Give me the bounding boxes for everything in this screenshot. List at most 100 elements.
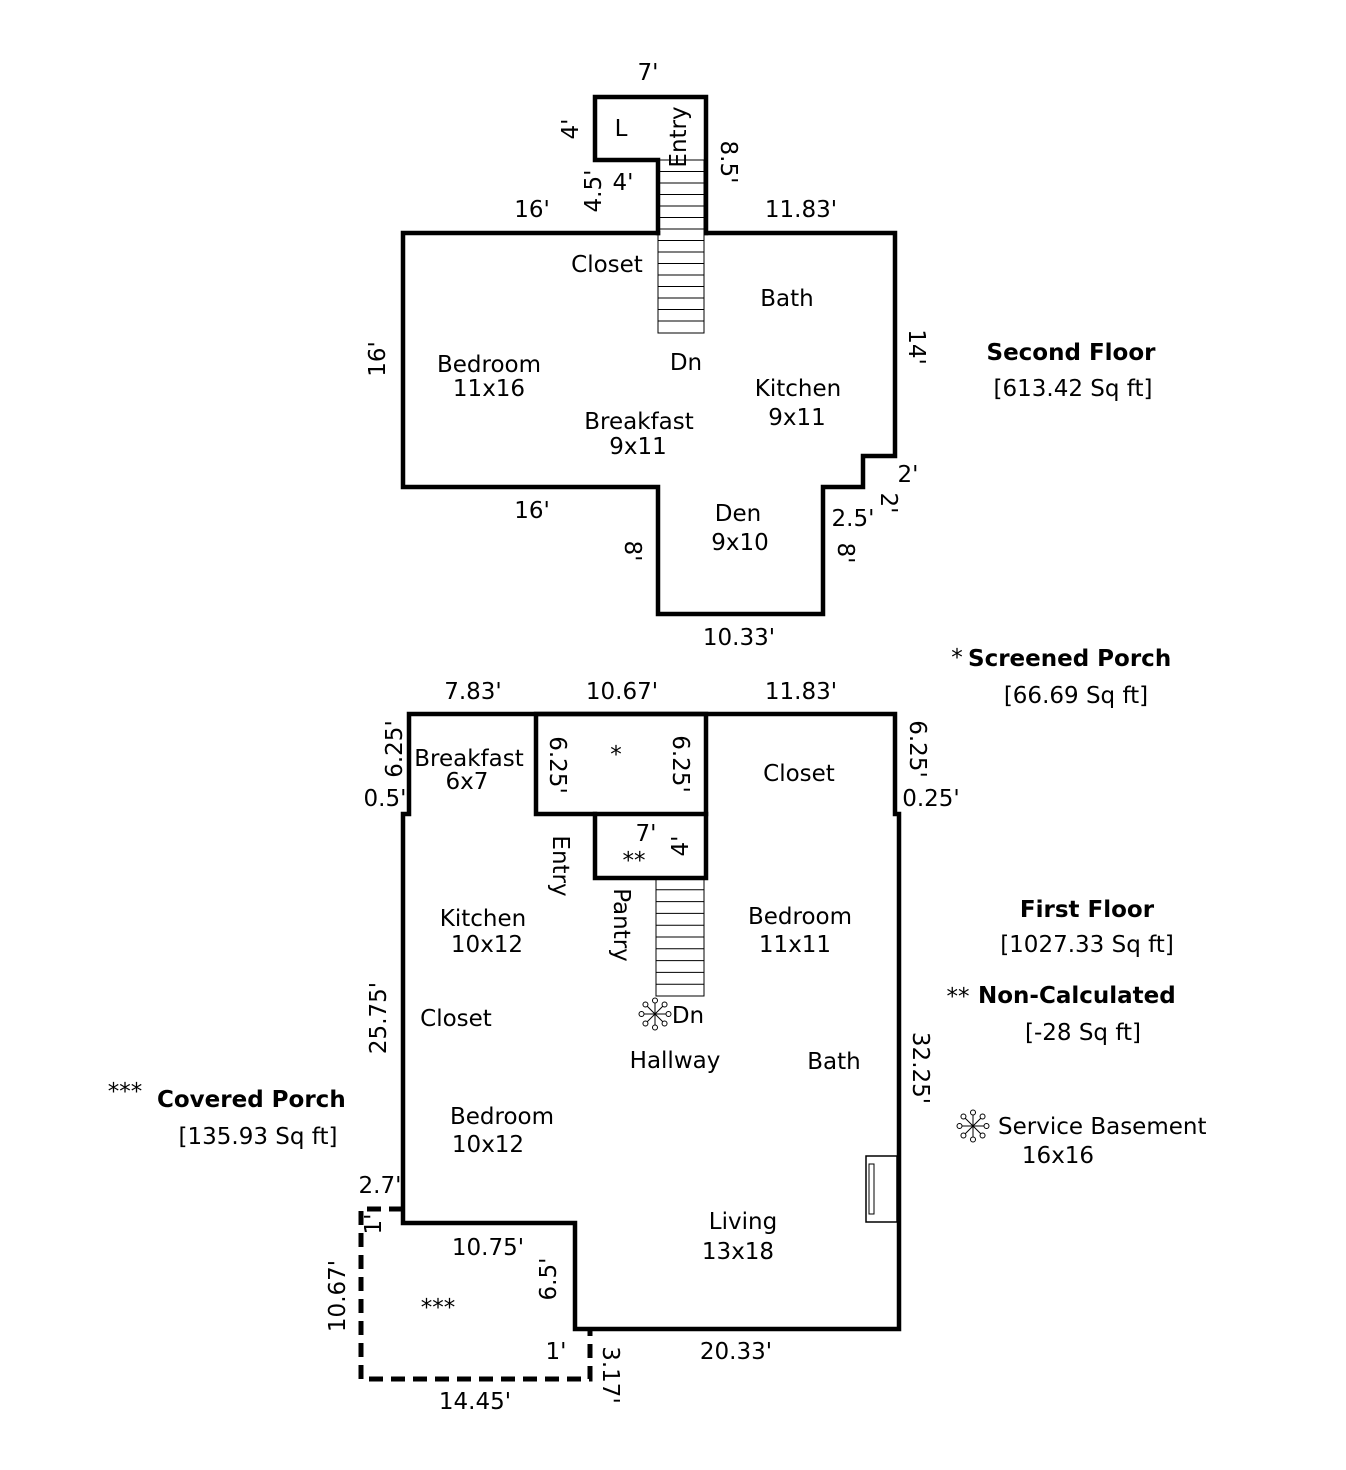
room-label-hallway: Hallway [630,1048,721,1074]
burst-node [642,1020,649,1027]
burst-ray [972,1117,982,1127]
burst-node [979,1113,986,1120]
room-label-living: Living [709,1209,777,1235]
room-size-breakfast: 9x11 [609,434,667,460]
room-size-breakfast: 6x7 [446,769,489,795]
legend-second-floor-title: Second Floor [987,340,1157,366]
room-size-kitchen: 10x12 [451,932,523,958]
dimension-label: 4.5' [581,170,607,213]
covered-porch-mark: *** [421,1295,456,1321]
dimension-label: 16' [365,341,391,377]
burst-node [983,1123,990,1129]
room-size-kitchen: 9x11 [768,405,826,431]
legend-screened-area: [66.69 Sq ft] [1004,683,1148,709]
room-label-entry: Entry [666,106,692,167]
burst-node [979,1132,986,1139]
burst-node [638,1011,645,1017]
dimension-label: 6.25' [904,720,930,778]
burst-ray [646,1005,656,1015]
burst-node [970,1136,976,1143]
dimension-label: 32.25' [907,1032,933,1104]
asterisk-burst-icon [956,1109,990,1143]
dimension-label: 7' [638,60,659,86]
legend-covered-mark: *** [108,1079,143,1105]
burst-node [661,1001,668,1008]
room-label-den: Den [715,501,761,527]
room-size-den: 9x10 [711,530,769,556]
dimension-label: 4' [613,170,634,196]
dimension-label: 0.5' [364,786,407,812]
room-label-bath: Bath [760,286,813,312]
dimension-label: 16' [514,197,550,223]
room-label-breakfast: Breakfast [414,746,524,772]
dimension-label: 1' [546,1339,567,1365]
fireplace [865,1155,898,1223]
dimension-label: 10.75' [452,1235,524,1261]
dimension-label: 6.25' [382,720,408,778]
dimension-label: 10.33' [703,625,775,651]
legend-first-floor-title: First Floor [1020,897,1155,923]
legend-covered-area: [135.93 Sq ft] [179,1124,338,1150]
legend-noncalc-area: [-28 Sq ft] [1025,1020,1141,1046]
legend-second-floor-area: [613.42 Sq ft] [994,376,1153,402]
room-label-kitchen: Kitchen [755,376,841,402]
dimension-label: 0.25' [902,786,960,812]
room-label-kitchen: Kitchen [440,906,526,932]
burst-node [960,1113,967,1120]
screened-porch-outline [533,711,709,817]
dimension-label: 8' [619,541,645,562]
dimension-label: 2.5' [832,506,875,532]
room-label-closet: Closet [763,761,835,787]
dimension-label: 14.45' [439,1389,511,1415]
legend-screened-title: Screened Porch [968,646,1171,672]
room-size-living: 13x18 [702,1239,774,1265]
room-label-entry: Entry [547,835,573,896]
dimension-label: 7.83' [444,679,502,705]
dimension-label: 2' [898,462,919,488]
dimension-label: 2' [875,493,901,514]
first-floor-plan [358,711,902,1382]
room-label-l: L [615,116,628,142]
stairs-icon [655,877,705,997]
room-label-dn: Dn [670,350,702,376]
dimension-label: 4' [558,119,584,140]
burst-node [652,997,658,1004]
room-label-bedroom: Bedroom [748,904,852,930]
dimension-label: 3.17' [597,1346,623,1404]
covered-porch-outline [358,1206,593,1382]
first-floor-outline [400,711,902,1332]
burst-ray [654,1005,664,1015]
room-label-pantry: Pantry [608,888,634,962]
burst-node [956,1123,963,1129]
dimension-label: 11.83' [765,197,837,223]
room-label-bedroom: Bedroom [437,352,541,378]
burst-ray [972,1125,982,1135]
legend-noncalc-mark: ** [947,984,970,1010]
legend-first-floor-area: [1027.33 Sq ft] [1000,932,1174,958]
burst-node [970,1109,976,1116]
dimension-label: 10.67' [325,1260,351,1332]
dimension-label: 6.5' [536,1258,562,1301]
dimension-label: 8' [832,543,858,564]
asterisk-burst-icon [638,997,672,1031]
burst-node [652,1024,658,1031]
room-size-bedroom: 11x16 [453,376,525,402]
room-label-bedroom: Bedroom [450,1104,554,1130]
burst-ray [654,1013,664,1023]
legend-covered-title: Covered Porch [157,1087,346,1113]
dimension-label: 1' [361,1214,387,1235]
second-floor-outline [400,230,898,617]
dimension-label: 16' [514,498,550,524]
legend-screened-mark: * [951,645,963,671]
dimension-label: 4' [668,836,694,857]
room-label-dn: Dn [672,1003,704,1029]
room-label-bath: Bath [807,1049,860,1075]
dimension-label: 25.75' [366,982,392,1054]
dimension-label: 6.25' [667,735,693,793]
burst-ray [964,1125,974,1135]
burst-node [642,1001,649,1008]
dimension-label: 6.25' [544,736,570,794]
burst-node [960,1132,967,1139]
stairs-icon [657,159,705,334]
